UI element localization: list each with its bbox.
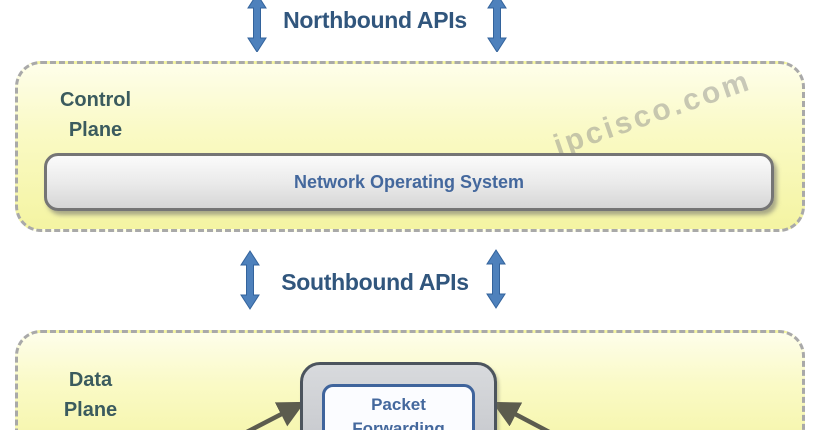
vertical-double-arrow-icon	[486, 249, 506, 309]
data-plane-label-line2: Plane	[63, 399, 118, 421]
northbound-apis-label: Northbound APIs	[283, 7, 467, 33]
southbound-apis-label: Southbound APIs	[281, 269, 469, 295]
device-link-line	[245, 401, 305, 430]
vertical-double-arrow-icon	[247, 0, 267, 52]
vertical-double-arrow-icon	[240, 250, 260, 310]
packet-forwarding-box: Packet Forwarding	[322, 384, 475, 430]
control-plane-label-line2: Plane	[68, 119, 123, 141]
packet-forwarding-label-line1: Packet	[371, 395, 426, 414]
device-link-line	[492, 401, 551, 430]
control-plane-label-line1: Control	[59, 89, 132, 111]
data-plane-label-line1: Data	[68, 369, 113, 391]
network-operating-system-box: Network Operating System	[44, 153, 774, 211]
packet-forwarding-label-line2: Forwarding	[352, 419, 445, 430]
network-operating-system-label: Network Operating System	[293, 171, 525, 192]
data-plane-label: Data Plane	[33, 365, 148, 425]
vertical-double-arrow-icon	[487, 0, 507, 52]
control-plane-label: Control Plane	[38, 85, 153, 145]
